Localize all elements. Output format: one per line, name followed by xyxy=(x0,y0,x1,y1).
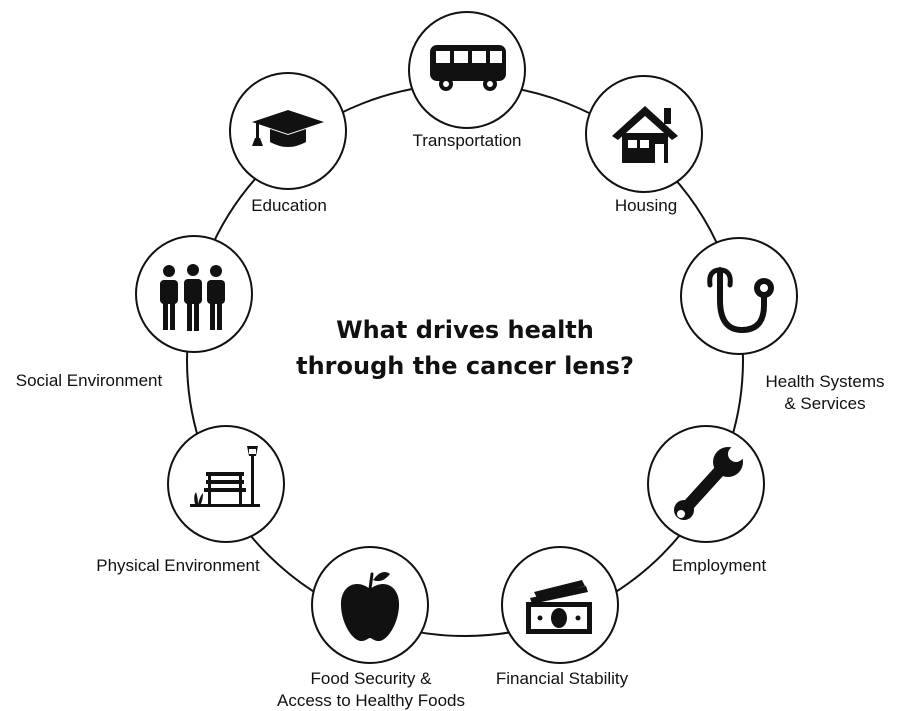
center-title-line-2: through the cancer lens? xyxy=(296,352,634,380)
bus-icon xyxy=(430,45,506,91)
node-health-systems: Health Systems & Services xyxy=(680,237,885,413)
node-label: Employment xyxy=(672,556,767,575)
node-label: Transportation xyxy=(413,131,522,150)
node-employment: Employment xyxy=(647,425,767,575)
money-icon xyxy=(526,580,592,634)
graduation-cap-icon xyxy=(252,110,324,147)
node-label: Social Environment xyxy=(16,371,163,390)
node-label: Financial Stability xyxy=(496,669,629,688)
node-housing: Housing xyxy=(585,75,703,215)
center-title-line-1: What drives health xyxy=(336,316,594,344)
node-circle xyxy=(680,237,798,355)
wrench-icon xyxy=(674,446,744,520)
node-label-line-2: & Services xyxy=(784,394,865,413)
node-label-line-1: Health Systems xyxy=(765,372,884,391)
node-label: Physical Environment xyxy=(96,556,260,575)
node-education: Education xyxy=(229,72,347,215)
node-social-environment: Social Environment xyxy=(16,235,253,390)
node-physical-environment: Physical Environment xyxy=(96,425,285,575)
node-label: Education xyxy=(251,196,327,215)
park-bench-icon xyxy=(190,446,260,507)
node-transportation: Transportation xyxy=(408,11,526,150)
people-icon xyxy=(160,264,225,331)
node-label-line-1: Food Security & xyxy=(311,669,433,688)
node-label: Housing xyxy=(615,196,677,215)
node-label-line-2: Access to Healthy Foods xyxy=(277,691,465,710)
stethoscope-icon xyxy=(707,267,774,334)
node-food-security: Food Security & Access to Healthy Foods xyxy=(277,546,465,710)
node-financial-stability: Financial Stability xyxy=(496,546,629,688)
apple-icon xyxy=(340,572,400,642)
house-icon xyxy=(612,106,678,163)
